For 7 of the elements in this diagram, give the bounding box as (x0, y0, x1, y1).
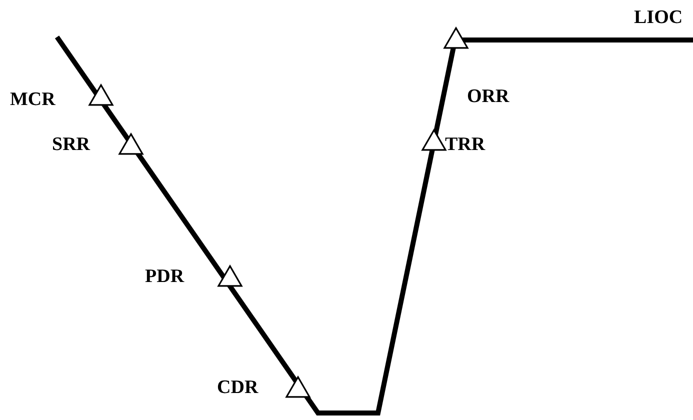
milestone-label: PDR (145, 267, 184, 287)
milestone-label: SRR (52, 135, 90, 155)
milestone-label: LIOC (634, 8, 683, 28)
milestone-label: ORR (467, 87, 510, 107)
milestone-label: MCR (10, 90, 56, 110)
milestone-label: TRR (445, 135, 486, 155)
milestone-label: CDR (217, 378, 258, 398)
